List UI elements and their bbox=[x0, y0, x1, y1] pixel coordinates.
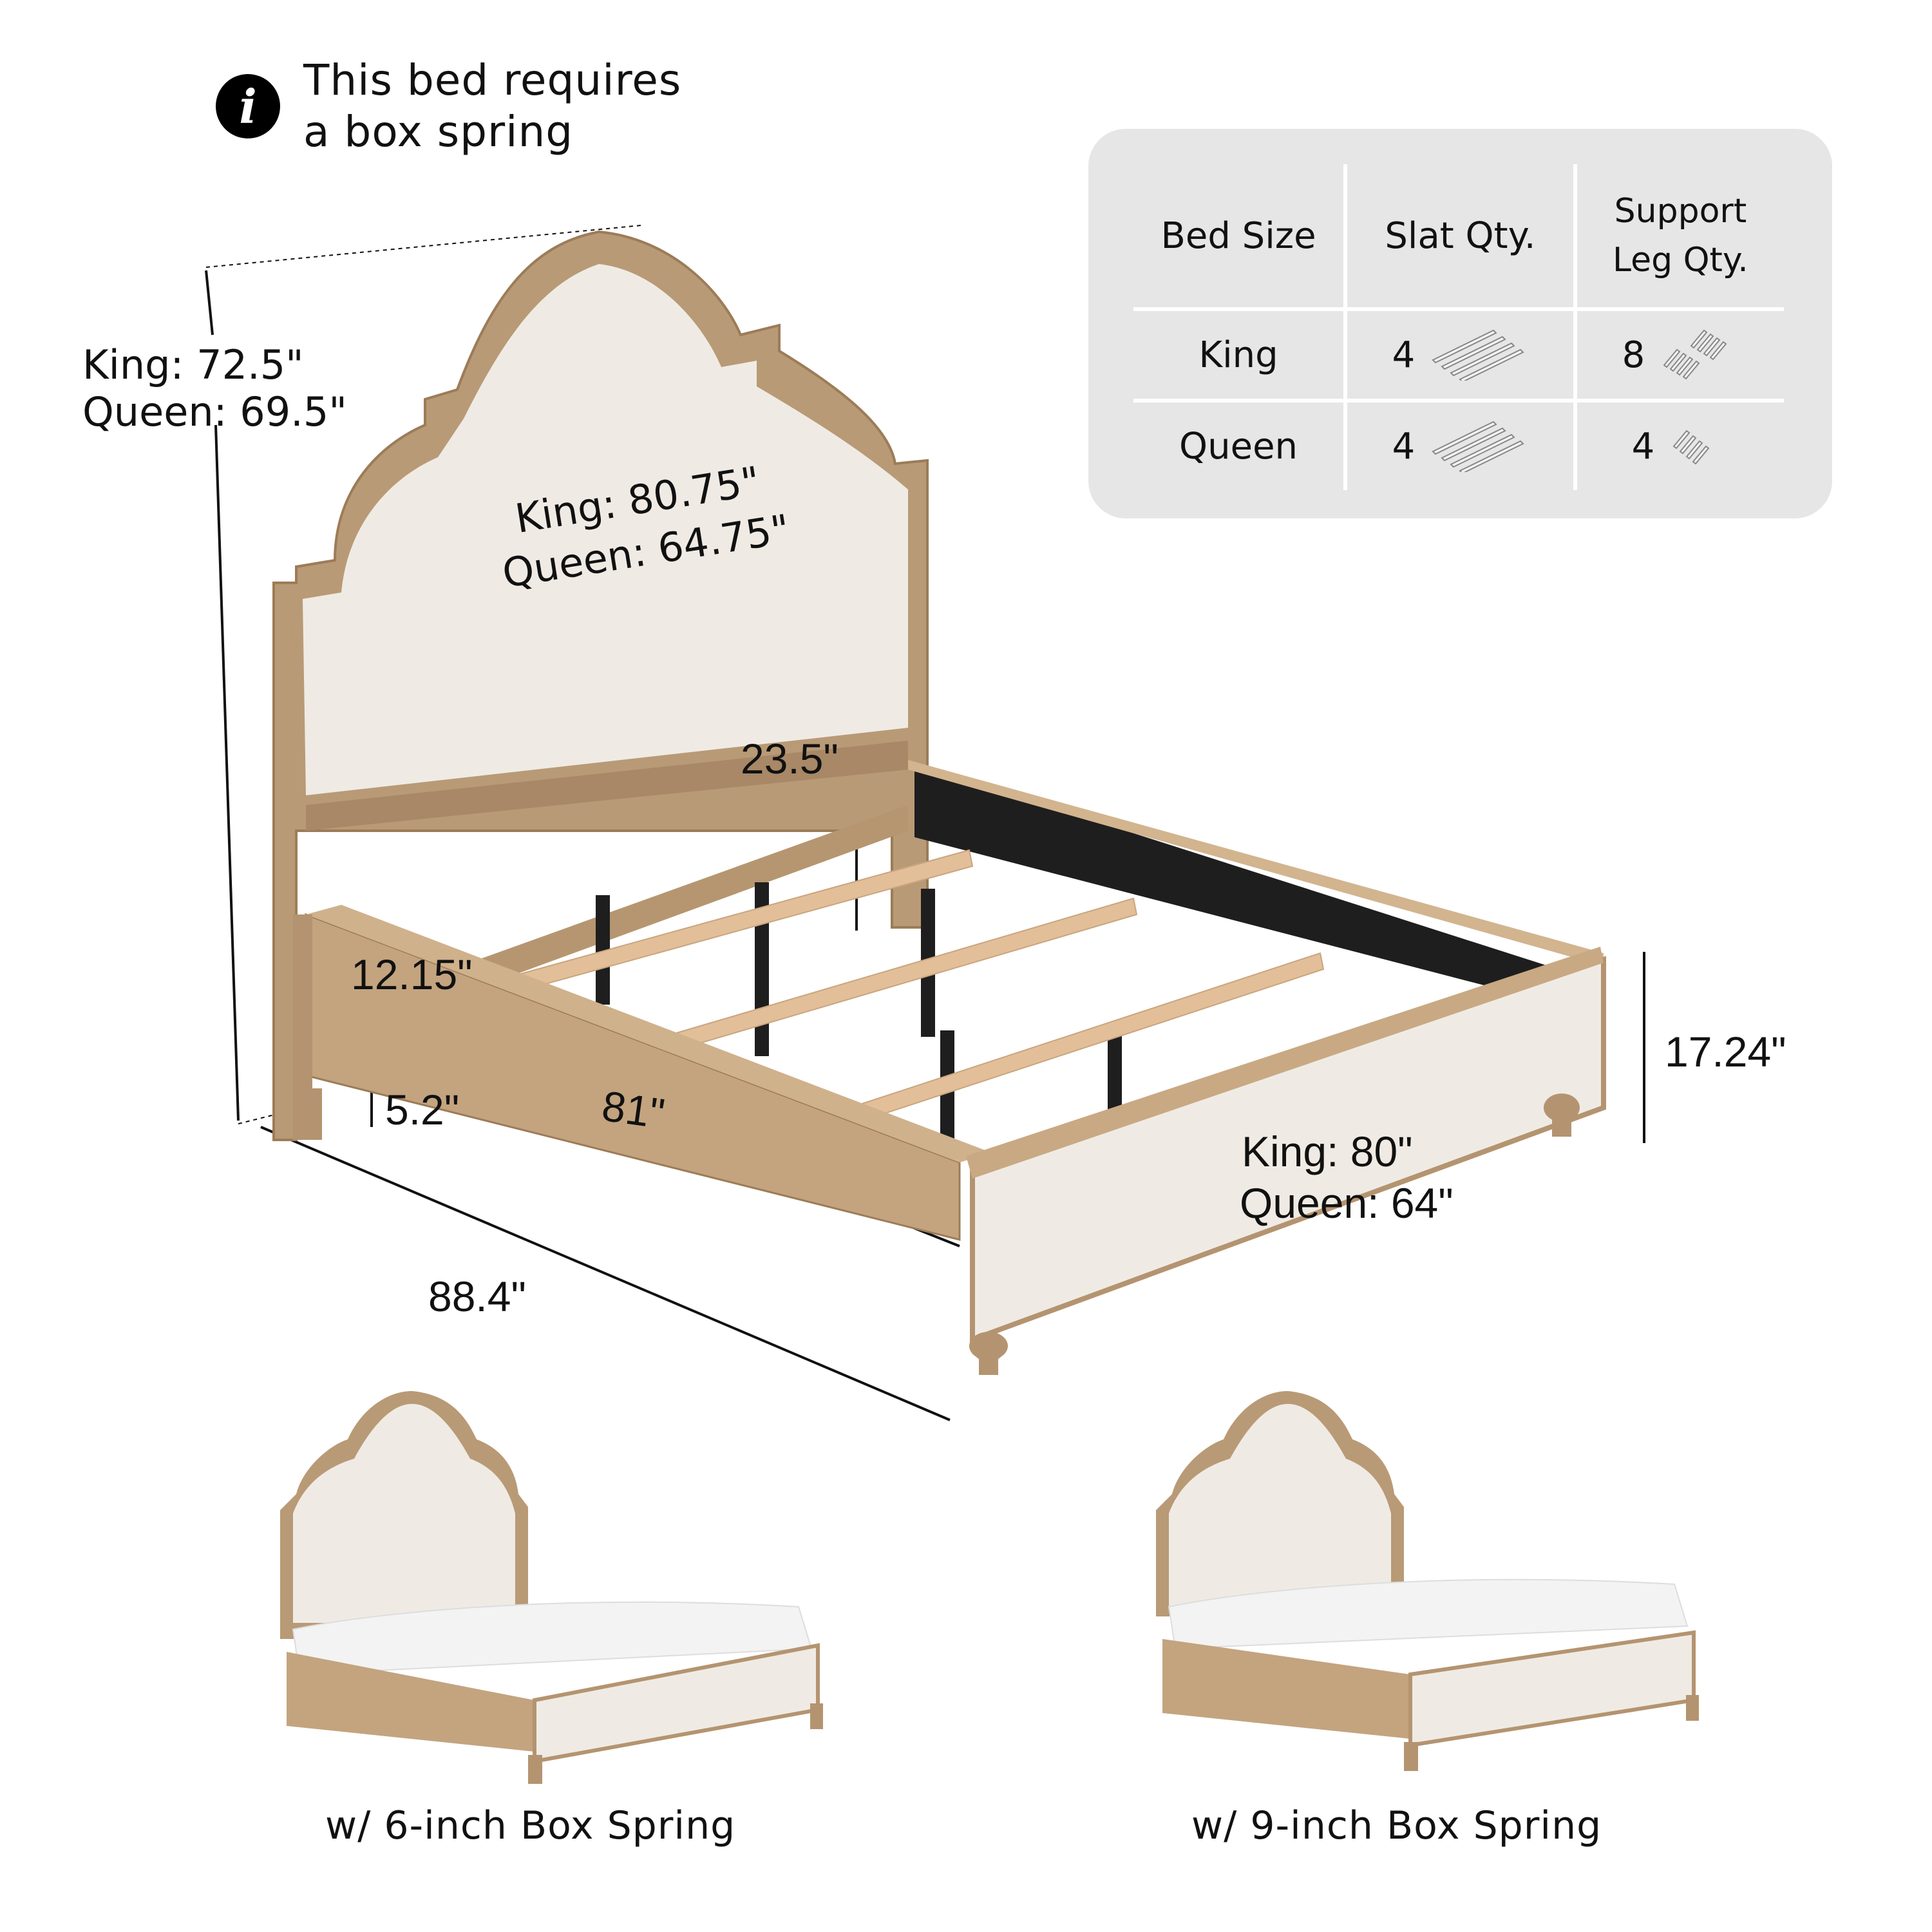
leg-qty-value: 4 bbox=[1631, 425, 1655, 468]
header-bed-size: Bed Size bbox=[1160, 214, 1316, 257]
row-size: Queen bbox=[1179, 425, 1298, 468]
variant-caption-9in: w/ 9-inch Box Spring bbox=[1191, 1803, 1602, 1848]
footboard-height-label: 12.15" bbox=[351, 951, 473, 998]
slats bbox=[501, 849, 1325, 1122]
row-leg-qty: 8 bbox=[1573, 311, 1784, 399]
overall-width-queen-label: Queen: 64" bbox=[1240, 1179, 1454, 1227]
notice-text: This bed requires a box spring bbox=[303, 55, 681, 158]
support-legs-icon bbox=[1672, 430, 1710, 465]
table-row: Queen 4 4 bbox=[1133, 399, 1784, 490]
overall-height-king-label: King: 72.5" bbox=[82, 341, 304, 388]
variant-bed-9in bbox=[1156, 1391, 1699, 1771]
overall-width-king-label: King: 80" bbox=[1242, 1128, 1413, 1175]
slats-icon bbox=[1432, 421, 1524, 472]
header-support-line1: Support bbox=[1614, 192, 1747, 231]
variant-caption-6in: w/ 6-inch Box Spring bbox=[325, 1803, 736, 1848]
slat-qty-value: 4 bbox=[1392, 425, 1416, 468]
variant-bed-6in bbox=[280, 1391, 823, 1784]
row-slat-qty: 4 bbox=[1343, 402, 1573, 490]
support-legs-icon bbox=[1663, 329, 1727, 380]
slat-qty-value: 4 bbox=[1392, 334, 1416, 376]
row-leg-qty: 4 bbox=[1573, 402, 1784, 490]
row-slat-qty: 4 bbox=[1343, 311, 1573, 399]
footboard-total-height-label: 17.24" bbox=[1665, 1028, 1786, 1075]
side-rail bbox=[914, 763, 1558, 1005]
header-support-leg-qty: Support Leg Qty. bbox=[1573, 164, 1784, 307]
box-spring-notice: i This bed requires a box spring bbox=[216, 55, 681, 158]
table-header-row: Bed Size Slat Qty. Support Leg Qty. bbox=[1133, 164, 1784, 307]
turned-legs bbox=[969, 1094, 1580, 1375]
overall-length-label: 88.4" bbox=[428, 1273, 526, 1320]
headboard bbox=[272, 230, 929, 1141]
notice-line-1: This bed requires bbox=[303, 55, 682, 105]
quantity-table: Bed Size Slat Qty. Support Leg Qty. King… bbox=[1133, 164, 1784, 490]
slats-icon bbox=[1432, 329, 1524, 381]
quantity-table-card: Bed Size Slat Qty. Support Leg Qty. King… bbox=[1088, 129, 1832, 518]
back-rail bbox=[380, 805, 908, 1024]
overall-height-queen-label: Queen: 69.5" bbox=[82, 388, 347, 435]
row-size: King bbox=[1198, 334, 1278, 376]
headboard-clearance-label: 23.5" bbox=[741, 735, 838, 782]
table-row: King 4 8 bbox=[1133, 307, 1784, 399]
header-slat-qty: Slat Qty. bbox=[1343, 164, 1573, 307]
inner-length-label: 81" bbox=[599, 1081, 668, 1138]
info-icon: i bbox=[216, 74, 280, 138]
floor-clearance-label: 5.2" bbox=[385, 1086, 460, 1133]
notice-line-2: a box spring bbox=[303, 107, 574, 156]
header-support-line2: Leg Qty. bbox=[1613, 241, 1748, 279]
leg-qty-value: 8 bbox=[1622, 334, 1645, 376]
